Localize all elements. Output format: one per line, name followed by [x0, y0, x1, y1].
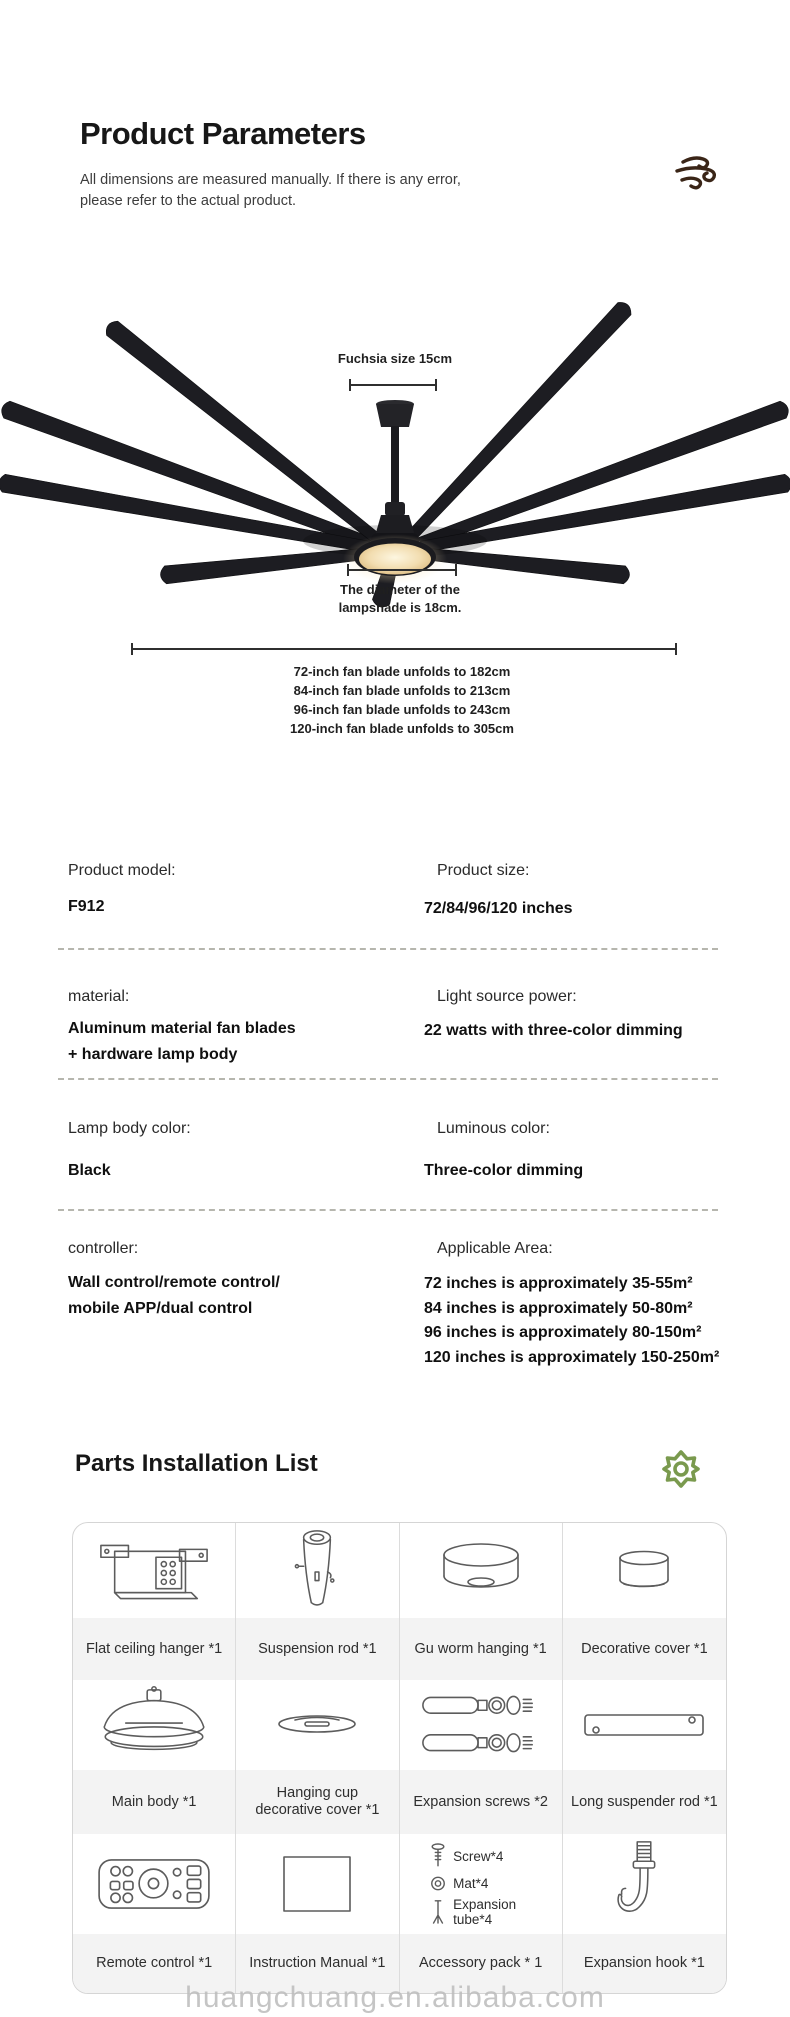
divider-3 — [58, 1209, 718, 1211]
part-label: Gu worm hanging *1 — [399, 1618, 563, 1680]
flat-ceiling-hanger-icon — [73, 1523, 237, 1618]
accessory-pack-icon: Screw*4 Mat*4 Expansion tube*4 — [400, 1834, 563, 1934]
hanging-cup-cover-icon — [236, 1680, 400, 1770]
expansion-tube-icon — [432, 1900, 444, 1924]
long-suspender-rod-icon — [563, 1680, 726, 1770]
part-label: Hanging cup decorative cover *1 — [236, 1770, 400, 1834]
spec-material-value: Aluminum material fan blades + hardware … — [68, 1020, 296, 1063]
spec-luminous-color-label: Luminous color: — [437, 1120, 550, 1137]
fan-lampshade — [359, 543, 431, 575]
remote-control-icon — [73, 1834, 237, 1934]
spec-material-label: material: — [68, 988, 130, 1005]
fan-downrod — [391, 426, 399, 504]
mat-icon — [431, 1876, 446, 1891]
spec-light-power-label: Light source power: — [437, 988, 577, 1005]
accessory-expansion-tube-row: Expansion tube*4 — [430, 1896, 531, 1927]
blade-length-list: 72-inch fan blade unfolds to 182cm 84-in… — [200, 662, 604, 738]
gear-icon — [658, 1446, 704, 1492]
expansion-hook-icon — [563, 1834, 726, 1934]
blade-length-72: 72-inch fan blade unfolds to 182cm — [293, 664, 511, 679]
screw-icon — [431, 1843, 445, 1867]
fan-blades — [0, 302, 790, 608]
spec-lamp-color-label: Lamp body color: — [68, 1120, 191, 1137]
part-label: Instruction Manual *1 — [236, 1934, 400, 1993]
spec-product-size-label: Product size: — [437, 862, 530, 879]
blade-length-96: 96-inch fan blade unfolds to 243cm — [293, 702, 511, 717]
page-subtitle: All dimensions are measured manually. If… — [80, 170, 461, 212]
lampshade-diameter-bracket — [347, 564, 457, 576]
spec-product-model-value: F912 — [68, 898, 105, 915]
part-label: Main body *1 — [73, 1770, 237, 1834]
ceiling-fan-illustration — [0, 302, 790, 608]
part-label: Expansion screws *2 — [399, 1770, 563, 1834]
gu-worm-hanging-icon — [400, 1523, 563, 1618]
suspension-rod-icon — [236, 1523, 400, 1618]
fuchsia-size-bracket — [349, 379, 437, 391]
expansion-screws-icon — [400, 1680, 563, 1770]
spec-luminous-color-value: Three-color dimming — [424, 1162, 584, 1179]
fuchsia-size-label: Fuchsia size 15cm — [337, 351, 453, 366]
spec-controller-label: controller: — [68, 1240, 139, 1257]
accessory-mat-row: Mat*4 — [430, 1875, 531, 1892]
accessory-screw-row: Screw*4 — [430, 1841, 531, 1871]
decorative-cover-icon — [563, 1523, 726, 1618]
blade-length-84: 84-inch fan blade unfolds to 213cm — [293, 683, 511, 698]
subtitle-line-1: All dimensions are measured manually. If… — [80, 172, 461, 188]
main-body-icon — [73, 1680, 237, 1770]
divider-2 — [58, 1078, 718, 1080]
instruction-manual-icon — [236, 1834, 400, 1934]
page-title: Product Parameters — [80, 116, 366, 151]
wind-gust-icon — [674, 150, 720, 194]
part-label: Long suspender rod *1 — [562, 1770, 726, 1834]
part-label: Remote control *1 — [73, 1934, 237, 1993]
blade-length-120: 120-inch fan blade unfolds to 305cm — [290, 721, 514, 736]
part-label: Expansion hook *1 — [562, 1934, 726, 1993]
lampshade-diameter-label: The diameter of the lampshade is 18cm. — [338, 582, 462, 615]
parts-list-heading: Parts Installation List — [75, 1450, 318, 1477]
spec-controller-value: Wall control/remote control/ mobile APP/… — [68, 1274, 280, 1317]
part-label: Suspension rod *1 — [236, 1618, 400, 1680]
spec-product-size-value: 72/84/96/120 inches — [424, 900, 573, 917]
parts-installation-table: Flat ceiling hanger *1 Suspension rod *1… — [72, 1522, 727, 1994]
spec-area-value: 72 inches is approximately 35-55m² 84 in… — [424, 1275, 720, 1366]
fan-canopy — [376, 404, 414, 427]
blade-span-measure-line — [131, 643, 677, 655]
part-label: Flat ceiling hanger *1 — [73, 1618, 237, 1680]
spec-product-model-label: Product model: — [68, 862, 176, 879]
spec-lamp-color-value: Black — [68, 1162, 111, 1179]
watermark: huangchuang.en.alibaba.com — [185, 1981, 605, 2014]
spec-light-power-value: 22 watts with three-color dimming — [424, 1022, 683, 1039]
spec-area-label: Applicable Area: — [437, 1240, 553, 1257]
part-label: Decorative cover *1 — [562, 1618, 726, 1680]
subtitle-line-2: please refer to the actual product. — [80, 193, 297, 209]
divider-1 — [58, 948, 718, 950]
part-label: Accessory pack * 1 — [399, 1934, 563, 1993]
